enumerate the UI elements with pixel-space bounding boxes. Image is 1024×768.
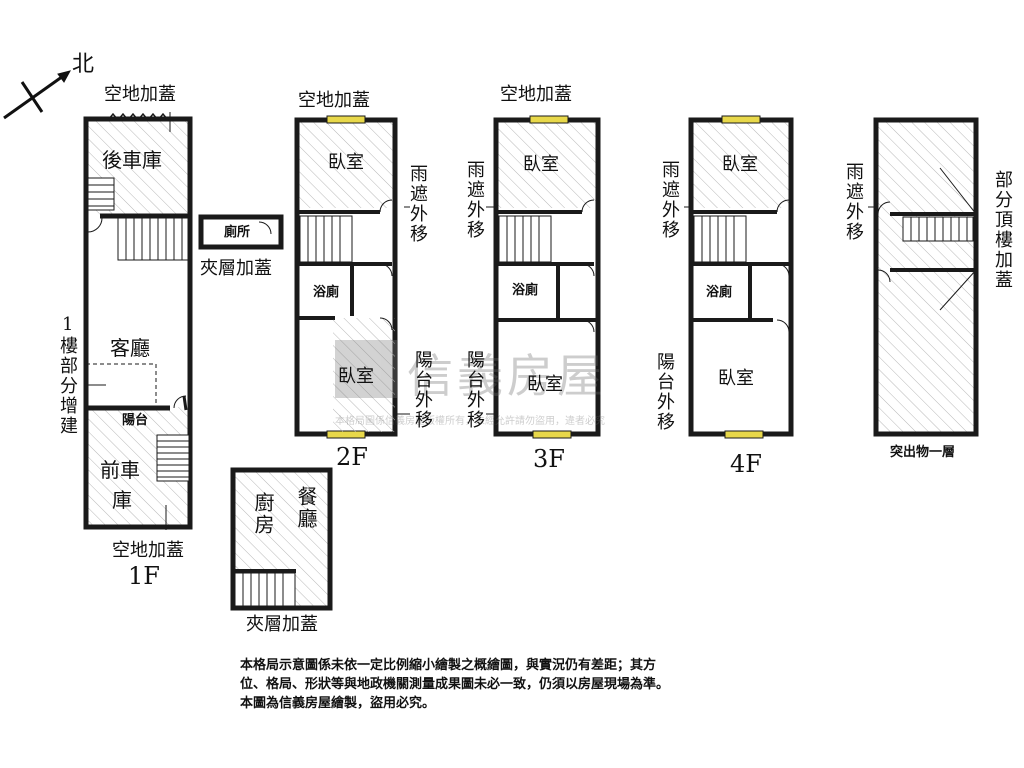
f2-roof-label: 空地加蓋: [298, 90, 370, 111]
f3-bedroom-front-label: 臥室: [527, 374, 563, 395]
watermark-notice: 本格局圖係信義房屋版權所有，未經允許請勿盜用，違者必究: [335, 416, 605, 427]
f3-canopy-label: 雨遮外移: [464, 160, 485, 240]
mezzanine-kitchen-label: 廚房: [251, 492, 275, 536]
disclaimer-line-3: 本圖為信義房屋繪製，盜用必究。: [240, 696, 436, 711]
f3-balcony-label: 陽台外移: [464, 350, 485, 430]
f2-canopy-label: 雨遮外移: [407, 164, 428, 244]
f2-bathroom-label: 浴廁: [313, 285, 340, 300]
disclaimer-line-2: 位、格局、形狀等與地政機關測量成果圖未必一致，仍須以房屋現場為準。: [240, 677, 670, 692]
f3-bathroom-label: 浴廁: [512, 283, 539, 298]
floor-2f-plan: [294, 115, 410, 439]
roof-partial-addition-label: 部分頂樓加蓋: [992, 170, 1013, 290]
f3-roof-label: 空地加蓋: [500, 84, 572, 105]
f1-rear-garage-label: 後車庫: [102, 148, 162, 172]
disclaimer-note: 本格局示意圖係未依一定比例縮小繪製之概繪圖，與實況仍有差距；其方 位、格局、形狀…: [240, 656, 800, 713]
floor-1f-label: 1F: [128, 562, 160, 590]
f1-front-garage-label-2: 庫: [112, 488, 132, 512]
f1-front-garage-label: 前車: [100, 458, 140, 482]
f3-bedroom-rear-label: 臥室: [523, 154, 559, 175]
f1-living-room-label: 客廳: [110, 336, 150, 360]
watermark-brand: 信義房屋: [407, 349, 607, 403]
mezzanine-kitchen-plan: [230, 467, 333, 611]
f2-bedroom-front-label: 臥室: [338, 366, 374, 387]
floor-2f-label: 2F: [336, 443, 368, 471]
roof-canopy-label: 雨遮外移: [843, 162, 864, 242]
floor-1f-plan: [83, 112, 193, 530]
watermark: 信義房屋 本格局圖係信義房屋版權所有，未經允許請勿盜用，違者必究: [335, 340, 705, 435]
roof-caption: 突出物一層: [890, 445, 956, 460]
floor-3f-label: 3F: [533, 445, 565, 473]
roof-plan: [868, 117, 979, 437]
f4-bathroom-label: 浴廁: [706, 285, 733, 300]
north-label: 北: [72, 52, 95, 77]
f1-ext-number: 1: [62, 314, 74, 335]
mezzanine-wc-plan: [198, 214, 284, 250]
f4-canopy-label: 雨遮外移: [659, 160, 680, 240]
f1-balcony-label: 陽台: [122, 413, 149, 428]
f4-bedroom-rear-label: 臥室: [722, 154, 758, 175]
f4-bedroom-front-label: 臥室: [718, 368, 754, 389]
floor-4f-plan: [684, 115, 794, 439]
floor-3f-plan: [486, 115, 601, 439]
f1-top-roof-label: 空地加蓋: [104, 84, 176, 105]
mezzanine-wc-label: 廁所: [224, 225, 251, 240]
f2-bedroom-rear-label: 臥室: [328, 152, 364, 173]
disclaimer-line-1: 本格局示意圖係未依一定比例縮小繪製之概繪圖，與實況仍有差距；其方: [240, 658, 657, 673]
mezzanine-top-label: 夾層加蓋: [200, 258, 272, 279]
f2-balcony-label: 陽台外移: [412, 350, 433, 430]
f4-balcony-label: 陽台外移: [654, 352, 675, 432]
mezzanine-dining-label: 餐廳: [294, 486, 318, 530]
mezzanine-bottom-label: 夾層加蓋: [246, 614, 318, 635]
floor-4f-label: 4F: [730, 450, 762, 478]
logo-icon: [335, 340, 397, 398]
f1-extension-label: 樓部分增建: [57, 336, 78, 436]
compass-arrow-icon: [3, 70, 71, 120]
f1-bottom-roof-label: 空地加蓋: [112, 540, 184, 561]
